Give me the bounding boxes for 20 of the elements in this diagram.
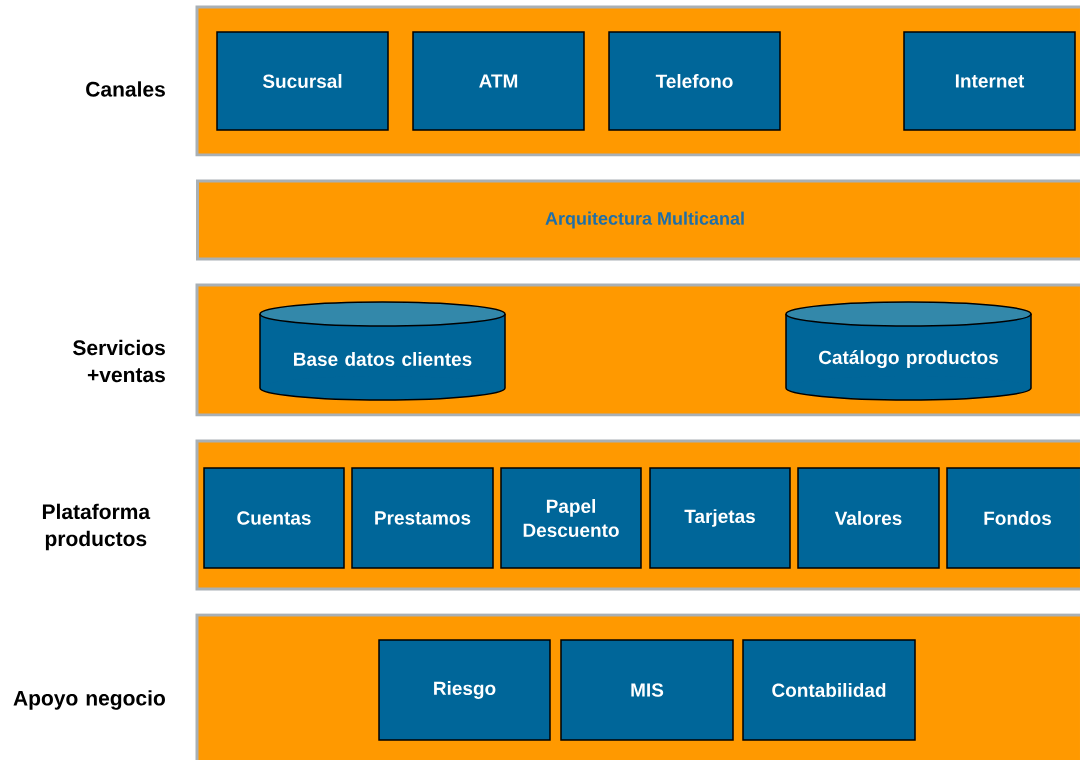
- layer-band: Arquitectura Multicanal: [196, 179, 1080, 261]
- module-box: Contabilidad: [742, 639, 916, 741]
- module-box: Tarjetas: [649, 467, 791, 569]
- node-label: Servicios +ventas: [73, 339, 165, 383]
- node-label: Apoyo negocio: [13, 690, 165, 710]
- module-box: Papel Descuento: [500, 467, 642, 569]
- module-box: Riesgo: [378, 639, 551, 741]
- database-cylinder: Base datos clientes: [259, 301, 506, 401]
- module-box: Internet: [903, 31, 1076, 131]
- module-box: Prestamos: [351, 467, 494, 569]
- module-box: Cuentas: [203, 467, 345, 569]
- module-box: MIS: [560, 639, 734, 741]
- module-box: Telefono: [608, 31, 781, 131]
- module-box: Fondos: [946, 467, 1080, 569]
- module-box: ATM: [412, 31, 585, 131]
- node-label: Canales: [86, 81, 165, 97]
- module-box: Sucursal: [216, 31, 389, 131]
- node-label: Plataforma productos: [42, 503, 151, 551]
- module-box: Valores: [797, 467, 940, 569]
- database-cylinder: Catálogo productos: [785, 301, 1032, 401]
